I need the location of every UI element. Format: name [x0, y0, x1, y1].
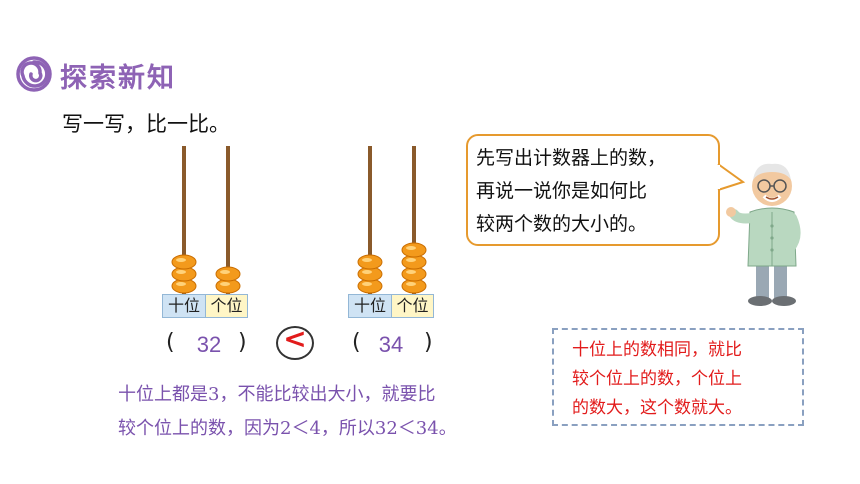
tip-box: 十位上的数相同，就比 较个位上的数，个位上 的数大，这个数就大。 — [552, 328, 804, 426]
abacus-bead-highlight — [406, 282, 416, 286]
abacus-bead-highlight — [176, 270, 186, 274]
abacus-bead-highlight — [176, 258, 186, 262]
explanation-text: 十位上都是3，不能比较出大小，就要比 较个位上的数，因为2＜4，所以32＜34。 — [118, 378, 457, 446]
tip-line-2: 较个位上的数，个位上 — [572, 369, 742, 389]
instruction-text: 写一写，比一比。 — [62, 112, 230, 136]
speech-bubble: 先写出计数器上的数， 再说一说你是如何比 较两个数的大小的。 — [466, 134, 720, 246]
explanation-line-2: 较个位上的数，因为2＜4，所以32＜34。 — [118, 418, 457, 439]
abacus-bead-highlight — [362, 282, 372, 286]
tip-line-3: 的数大，这个数就大。 — [572, 398, 742, 418]
abacus-bead-tens — [357, 254, 383, 270]
paren-close-right: ) — [424, 330, 433, 355]
abacus-rod-ones — [412, 146, 416, 294]
abacus-right-drawing — [357, 146, 427, 294]
speech-bubble-tail — [717, 163, 746, 191]
abacus-left: 十位 个位 — [162, 146, 252, 318]
abacus-right: 十位 个位 — [348, 146, 438, 318]
abacus-left-drawing — [171, 146, 241, 294]
answer-right: 34 — [378, 332, 404, 357]
abacus-rod-ones — [226, 146, 230, 294]
bubble-line-2: 再说一说你是如何比 — [476, 180, 648, 202]
abacus-bead-highlight — [220, 270, 230, 274]
comparison-circle — [276, 326, 314, 360]
abacus-bead-highlight — [406, 246, 416, 250]
section-title: 探索新知 — [60, 63, 176, 94]
abacus-bead-ones — [401, 242, 427, 258]
abacus-bead-ones — [215, 266, 241, 282]
bubble-line-3: 较两个数的大小的。 — [476, 213, 648, 235]
answer-left: 32 — [196, 332, 222, 357]
paren-open-right: ( — [352, 330, 361, 355]
comparison-symbol: < — [283, 322, 307, 355]
label-tens: 十位 — [349, 295, 392, 317]
place-value-labels-left: 十位 个位 — [162, 294, 248, 318]
abacus-bead-highlight — [406, 258, 416, 262]
grandpa-teacher-illustration — [726, 163, 801, 306]
abacus-rod-tens — [368, 146, 372, 294]
abacus-bead-highlight — [362, 270, 372, 274]
abacus-bead-highlight — [406, 270, 416, 274]
explanation-line-1: 十位上都是3，不能比较出大小，就要比 — [118, 384, 436, 405]
label-ones: 个位 — [206, 295, 247, 317]
paren-open-left: ( — [166, 330, 175, 355]
label-tens: 十位 — [163, 295, 206, 317]
abacus-rod-tens — [182, 146, 186, 294]
abacus-bead-highlight — [362, 258, 372, 262]
bubble-line-1: 先写出计数器上的数， — [476, 147, 667, 169]
paren-close-left: ) — [238, 330, 247, 355]
spiral-icon — [16, 56, 52, 92]
abacus-bead-highlight — [220, 282, 230, 286]
tip-line-1: 十位上的数相同，就比 — [572, 340, 742, 360]
label-ones: 个位 — [392, 295, 433, 317]
abacus-bead-highlight — [176, 282, 186, 286]
place-value-labels-right: 十位 个位 — [348, 294, 434, 318]
abacus-bead-tens — [171, 254, 197, 270]
